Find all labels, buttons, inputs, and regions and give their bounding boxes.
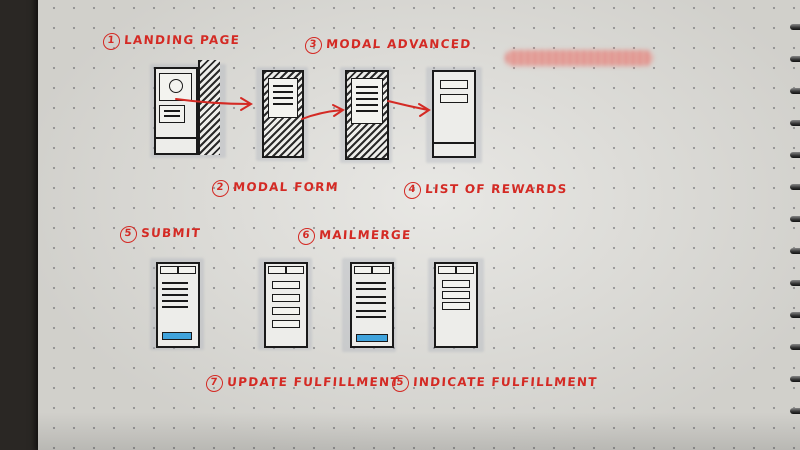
play-icon (169, 79, 183, 93)
reward-row (440, 80, 468, 89)
header-tab (456, 266, 474, 274)
text-line (356, 104, 378, 106)
binding-ring (790, 248, 800, 254)
footer-divider (156, 137, 196, 139)
arrow-landing-to-modal (175, 98, 251, 105)
text-line (356, 316, 386, 318)
wireframe-mailmerge-detail (350, 262, 394, 348)
wireframe-landing-page (154, 67, 198, 155)
binding-ring (790, 216, 800, 222)
binding-ring (790, 312, 800, 318)
text-line (164, 115, 180, 117)
binding-ring (790, 280, 800, 286)
arrow-head-icon (240, 97, 253, 111)
arrow-head-icon (418, 103, 431, 117)
modal-slide-in (198, 60, 220, 155)
text-line (162, 300, 188, 302)
text-line (273, 97, 293, 99)
redacted-scribble (505, 50, 653, 66)
merge-row (272, 294, 300, 302)
header-tab (268, 266, 286, 274)
merge-row (272, 320, 300, 328)
binding-ring (790, 120, 800, 126)
text-line (356, 302, 386, 304)
text-line (273, 103, 293, 105)
binding-ring (790, 88, 800, 94)
text-line (162, 294, 188, 296)
wireframe-modal-advanced (345, 70, 389, 160)
header-tab (372, 266, 390, 274)
header-tab (178, 266, 196, 274)
reward-row (442, 291, 470, 299)
text-line (162, 306, 188, 308)
header-tab (354, 266, 372, 274)
binding-ring (790, 408, 800, 414)
submit-button-sketch (162, 332, 192, 340)
merge-row (272, 307, 300, 315)
header-tab (160, 266, 178, 274)
text-line (164, 110, 180, 112)
submit-button-sketch (356, 334, 388, 342)
wireframe-mailmerge (264, 262, 308, 348)
text-line (356, 98, 378, 100)
content-block (159, 105, 185, 123)
binding-ring (790, 184, 800, 190)
reward-row (442, 302, 470, 310)
wireframe-indicate-fulfillment (434, 262, 478, 348)
text-line (273, 85, 293, 87)
text-line (356, 92, 378, 94)
text-line (356, 110, 378, 112)
text-line (356, 310, 386, 312)
binding-ring (790, 56, 800, 62)
binding-ring (790, 152, 800, 158)
binding-ring (790, 376, 800, 382)
wireframe-modal-form (262, 70, 304, 158)
arrow-modal-to-advanced (301, 109, 343, 120)
video-placeholder (159, 73, 192, 101)
arrow-head-icon (332, 104, 345, 117)
text-line (162, 288, 188, 290)
modal-card (351, 78, 383, 124)
text-line (273, 91, 293, 93)
wireframe-list-of-rewards (432, 70, 476, 158)
arrow-advanced-to-rewards (387, 100, 429, 111)
reward-row (442, 280, 470, 288)
spiral-binding (786, 0, 800, 450)
text-line (356, 288, 386, 290)
text-line (162, 282, 188, 284)
wireframe-submit (156, 262, 200, 348)
binding-ring (790, 344, 800, 350)
reward-row (440, 94, 468, 103)
binding-ring (790, 24, 800, 30)
merge-row (272, 281, 300, 289)
text-line (356, 282, 386, 284)
text-line (356, 296, 386, 298)
header-tab (286, 266, 304, 274)
text-line (356, 86, 378, 88)
header-tab (438, 266, 456, 274)
modal-card (268, 78, 298, 118)
footer-divider (434, 142, 474, 144)
